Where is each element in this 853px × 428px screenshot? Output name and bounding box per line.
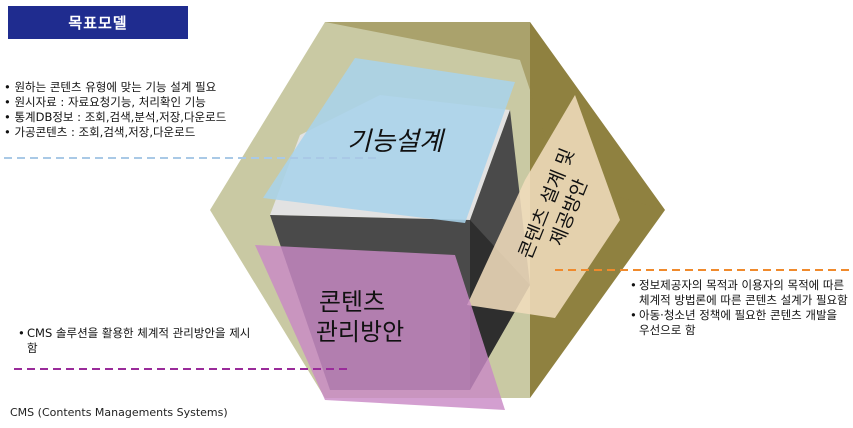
left-note-2: • 원시자료 : 자료요청기능, 처리확인 기능 [4,95,206,109]
left-note-3: • 통계DB정보 : 조회,검색,분석,저장,다운로드 [4,110,227,124]
left-notes: • 원하는 콘텐츠 유형에 맞는 기능 설계 필요 • 원시자료 : 자료요청기… [4,80,274,140]
right-note-2-text: 아동·청소년 정책에 필요한 콘텐츠 개발을 우선으로 함 [639,308,838,337]
bottom-left-note-text: CMS 솔루션을 활용한 체계적 관리방안을 제시함 [27,326,251,355]
right-notes: •정보제공자의 목적과 이용자의 목적에 따른 체계적 방법론에 따른 콘텐츠 … [630,278,850,338]
footnote: CMS (Contents Managements Systems) [10,406,228,419]
left-face-label-line2: 관리방안 [316,318,404,346]
right-face [467,95,620,318]
page-title: 목표모델 [8,6,188,39]
right-note-1-text: 정보제공자의 목적과 이용자의 목적에 따른 체계적 방법론에 따른 콘텐츠 설… [639,278,848,307]
left-face-label-line1: 콘텐츠 [319,288,385,316]
bottom-left-note: •CMS 솔루션을 활용한 체계적 관리방안을 제시함 [18,326,253,356]
left-note-1: • 원하는 콘텐츠 유형에 맞는 기능 설계 필요 [4,80,217,94]
right-note-1: •정보제공자의 목적과 이용자의 목적에 따른 체계적 방법론에 따른 콘텐츠 … [630,278,850,308]
top-face [263,58,515,223]
top-face-label: 기능설계 [347,127,446,157]
right-note-2: •아동·청소년 정책에 필요한 콘텐츠 개발을 우선으로 함 [630,308,850,338]
left-note-4: • 가공콘텐츠 : 조회,검색,저장,다운로드 [4,125,196,139]
